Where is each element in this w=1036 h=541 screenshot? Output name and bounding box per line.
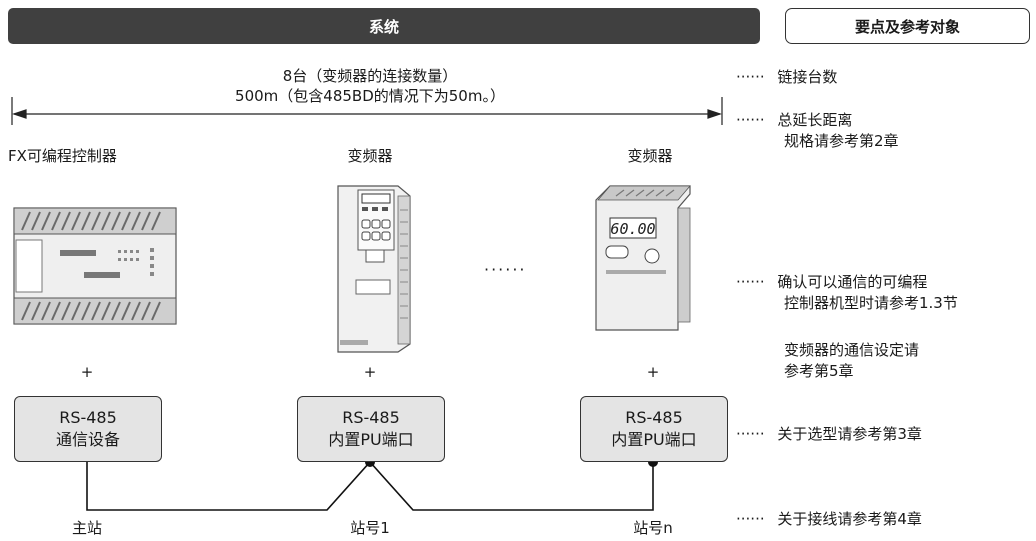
more-inverters-ellipsis: ······ — [484, 260, 527, 279]
leader-dots: ······ — [736, 425, 765, 443]
rs485-box-line2: 通信设备 — [55, 430, 120, 449]
leader-dots: ······ — [736, 111, 765, 129]
total-distance-label: 500m（包含485BD的情况下为50m。） — [235, 87, 505, 105]
leader-dots: ······ — [736, 510, 765, 528]
station-label-n: 站号n — [633, 519, 673, 537]
system-header: 系统 — [8, 8, 760, 44]
reference-header: 要点及参考对象 — [785, 8, 1030, 44]
reference-header-label: 要点及参考对象 — [854, 17, 960, 36]
plc-image — [13, 207, 177, 325]
rs485-box-line1: RS-485 — [342, 408, 400, 427]
inverter-1-image — [337, 185, 411, 353]
inverter-n-image: 60.00 — [595, 185, 691, 331]
device-name-inverter-n: 变频器 — [627, 147, 673, 165]
distance-arrow — [11, 97, 723, 125]
leader-dots: ······ — [736, 273, 765, 291]
station-label-master: 主站 — [71, 519, 102, 537]
plus-sign-inverter-1: + — [363, 363, 377, 381]
rs485-box-line1: RS-485 — [59, 408, 117, 427]
ref-total-length-text: 总延长距离 — [777, 111, 853, 129]
ref-inverter-setting-2: 参考第5章 — [784, 362, 854, 380]
ref-total-length-text-2: 规格请参考第2章 — [784, 132, 899, 150]
device-name-plc: FX可编程控制器 — [8, 147, 117, 165]
system-header-label: 系统 — [368, 17, 399, 36]
ref-plc-check-text-2: 控制器机型时请参考1.3节 — [784, 294, 958, 312]
ref-plc-check-text: 确认可以通信的可编程 — [777, 273, 928, 291]
ref-wiring-text: 关于接线请参考第4章 — [777, 510, 922, 528]
ref-wiring: ······ 关于接线请参考第4章 — [736, 509, 922, 529]
rs485-pu-port-box-n: RS-485 内置PU端口 — [580, 396, 728, 462]
rs485-comm-device-box: RS-485 通信设备 — [14, 396, 162, 462]
link-count-label: 8台（变频器的连接数量） — [282, 67, 458, 85]
ref-link-count-text: 链接台数 — [777, 68, 838, 86]
device-name-inverter-1: 变频器 — [347, 147, 393, 165]
ref-total-length: ······ 总延长距离 — [736, 110, 852, 130]
rs485-box-line1: RS-485 — [625, 408, 683, 427]
inverter-display-value: 60.00 — [610, 220, 655, 238]
rs485-pu-port-box-1: RS-485 内置PU端口 — [297, 396, 445, 462]
rs485-box-line2: 内置PU端口 — [328, 430, 414, 449]
rs485-wiring — [86, 460, 654, 511]
ref-inverter-setting-1: 变频器的通信设定请 — [784, 341, 920, 359]
plus-sign-plc: + — [80, 363, 94, 381]
station-label-1: 站号1 — [350, 519, 390, 537]
ref-selection-text: 关于选型请参考第3章 — [777, 425, 922, 443]
rs485-box-line2: 内置PU端口 — [611, 430, 697, 449]
leader-dots: ······ — [736, 68, 765, 86]
plus-sign-inverter-n: + — [646, 363, 660, 381]
ref-plc-check: ······ 确认可以通信的可编程 — [736, 272, 927, 292]
ref-link-count: ······ 链接台数 — [736, 67, 837, 87]
ref-selection: ······ 关于选型请参考第3章 — [736, 424, 922, 444]
